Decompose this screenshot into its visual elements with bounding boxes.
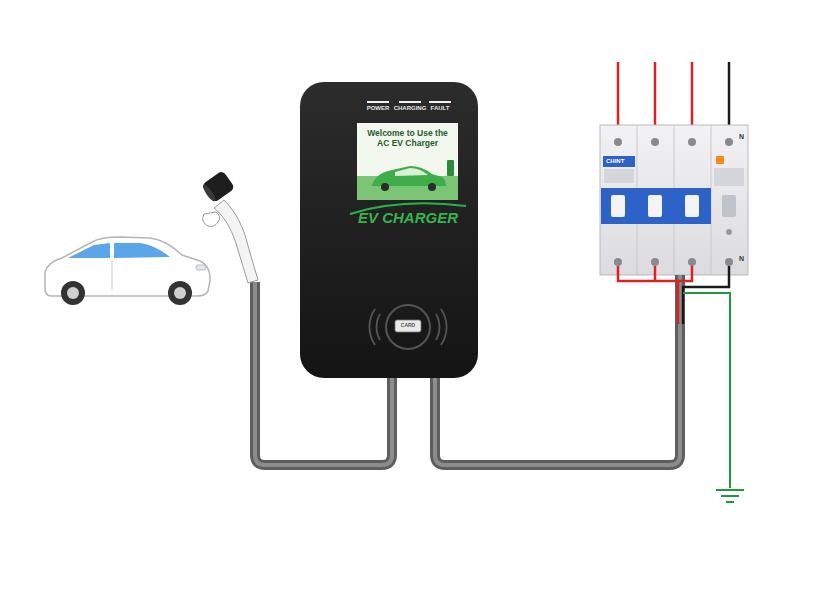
screen-message: Welcome to Use the AC EV Charger xyxy=(362,129,454,149)
car-rear-window xyxy=(68,243,110,258)
toggle-handle xyxy=(611,195,625,217)
rfid-wave xyxy=(436,314,439,340)
screen-car-wheel xyxy=(381,183,389,191)
rating-label xyxy=(604,169,634,183)
red-wire xyxy=(618,266,678,324)
terminal-label: N xyxy=(739,133,744,141)
car-front-window xyxy=(114,243,170,258)
gun-head xyxy=(200,170,235,204)
indicator-label: FAULT xyxy=(431,105,450,112)
circuit-breaker xyxy=(600,125,748,275)
brand-logo: EV CHARGER xyxy=(358,209,458,226)
rfid-wave xyxy=(377,314,380,340)
rcd-label xyxy=(714,168,744,186)
cable-highlight xyxy=(435,275,680,465)
terminal-screw xyxy=(651,138,659,146)
charging-gun xyxy=(200,170,258,283)
terminal-screw xyxy=(725,138,733,146)
terminal-screw xyxy=(688,138,696,146)
indicator-label: POWER xyxy=(367,105,390,112)
ev-charger: POWER CHARGING FAULT EV CHARGER CARD Welcome … xyxy=(300,82,478,378)
screen-charger-icon xyxy=(447,160,454,176)
card-label: CARD xyxy=(401,323,415,329)
indicator-bar xyxy=(429,101,451,103)
brand-plate xyxy=(603,156,635,167)
charger-screen: Welcome to Use the AC EV Charger xyxy=(357,123,458,200)
output-wires xyxy=(618,266,730,488)
gun-head-body xyxy=(201,170,235,203)
toggle-handle xyxy=(648,195,662,217)
test-button xyxy=(726,229,732,235)
black-wire xyxy=(683,266,729,324)
indicator-bar xyxy=(399,101,421,103)
toggle-band xyxy=(601,188,711,224)
screen-car xyxy=(372,166,446,186)
car-hub xyxy=(67,287,79,299)
terminal-screw xyxy=(614,258,622,266)
car-headlight xyxy=(196,265,206,270)
ground-symbol xyxy=(716,490,744,502)
car-door-line xyxy=(112,260,113,290)
ground-bar xyxy=(726,501,734,503)
rfid-card xyxy=(395,320,421,332)
red-wire xyxy=(617,62,620,130)
car-hub xyxy=(174,287,186,299)
charger-housing xyxy=(300,82,478,378)
screen-car-wheel xyxy=(428,183,436,191)
terminal-screw xyxy=(725,258,733,266)
green-ground-wire xyxy=(683,293,730,488)
black-wire xyxy=(728,62,731,130)
rfid-wave xyxy=(441,309,447,345)
terminal-label: N xyxy=(739,255,744,263)
orange-indicator xyxy=(716,156,724,164)
indicator-bar xyxy=(367,101,389,103)
ground-bar xyxy=(721,495,739,497)
power-cable xyxy=(435,275,680,465)
rcd-handle xyxy=(722,195,736,217)
terminal-screw xyxy=(614,138,622,146)
screen xyxy=(357,123,458,200)
rfid-wave xyxy=(369,309,375,345)
red-wire xyxy=(678,266,692,281)
circuit-breaker-label-area: CHINT N N xyxy=(600,125,748,275)
toggle-handle xyxy=(685,195,699,217)
screen-car-window xyxy=(395,168,428,176)
supply-wires xyxy=(618,62,729,130)
car xyxy=(45,237,210,305)
brand-name: CHINT xyxy=(606,158,624,165)
ground-bar xyxy=(716,489,744,491)
rfid-ring xyxy=(386,305,430,349)
terminal-screw xyxy=(651,258,659,266)
red-wire xyxy=(654,62,657,130)
gun-head-face xyxy=(201,183,217,203)
gun-latch xyxy=(203,212,220,227)
red-wire xyxy=(654,266,657,281)
car-wheel xyxy=(61,281,85,305)
indicator-label: CHARGING xyxy=(394,105,427,112)
red-wire xyxy=(691,62,694,130)
terminal-screw xyxy=(688,258,696,266)
housing-body xyxy=(300,82,478,378)
car-wheel xyxy=(168,281,192,305)
breaker-body xyxy=(600,125,748,275)
gun-handle xyxy=(214,200,258,283)
